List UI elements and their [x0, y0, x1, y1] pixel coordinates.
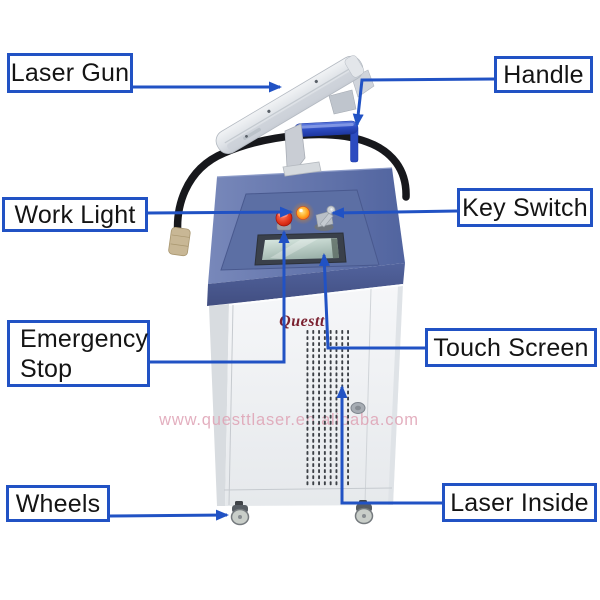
cabinet-front	[225, 284, 403, 506]
door-seam-right	[364, 288, 372, 505]
brand-logo: Questt	[279, 313, 325, 330]
callout-touch-screen-label: Touch Screen	[433, 333, 589, 362]
callout-emergency-stop: Emergency Stop	[7, 320, 150, 387]
cable-wrap	[168, 226, 191, 257]
callout-key-switch-label: Key Switch	[462, 193, 588, 222]
callout-handle-label: Handle	[503, 60, 584, 89]
console-front-lip	[207, 263, 405, 306]
callout-touch-screen: Touch Screen	[425, 328, 597, 367]
callout-laser-inside: Laser Inside	[442, 483, 597, 522]
callout-emergency-stop-label: Emergency Stop	[20, 324, 149, 383]
connector-work-light	[147, 206, 293, 218]
laser-gun	[215, 55, 375, 177]
connector-emergency-stop	[150, 230, 290, 364]
caster-wheel-left	[230, 501, 250, 526]
callout-work-light-label: Work Light	[14, 200, 136, 229]
connector-touch-screen	[318, 253, 425, 350]
cabinet-right-shade	[388, 284, 403, 505]
door-seam-left	[228, 304, 234, 506]
door-seam-bottom	[223, 487, 393, 491]
handle-bar	[293, 120, 359, 137]
watermark-text: www.questtlaser.en.alibaba.com	[158, 411, 419, 429]
callout-key-switch: Key Switch	[457, 188, 593, 227]
callout-wheels: Wheels	[6, 485, 110, 522]
work-light-led	[291, 201, 315, 225]
cabinet-left-side	[209, 304, 229, 506]
connector-handle	[352, 77, 495, 127]
gun-grip	[284, 123, 306, 171]
gun-mount	[282, 161, 322, 177]
callout-laser-gun-label: Laser Gun	[10, 59, 130, 87]
touch-screen	[254, 232, 347, 266]
callout-handle: Handle	[494, 56, 593, 93]
door-lock	[350, 402, 366, 414]
callout-laser-inside-label: Laser Inside	[450, 488, 589, 517]
power-cable	[173, 130, 410, 254]
callout-wheels-label: Wheels	[15, 489, 101, 518]
gun-head	[215, 55, 365, 154]
connector-laser-inside	[336, 385, 442, 505]
gun-flap	[328, 89, 357, 115]
touch-screen-reflection	[270, 239, 318, 259]
callout-laser-gun: Laser Gun	[7, 53, 133, 93]
connector-wheels	[109, 509, 229, 521]
cabinet-top-highlight	[228, 284, 404, 306]
connector-key-switch	[331, 207, 458, 219]
touch-screen-sidebar	[331, 238, 339, 259]
callout-work-light: Work Light	[2, 197, 148, 232]
